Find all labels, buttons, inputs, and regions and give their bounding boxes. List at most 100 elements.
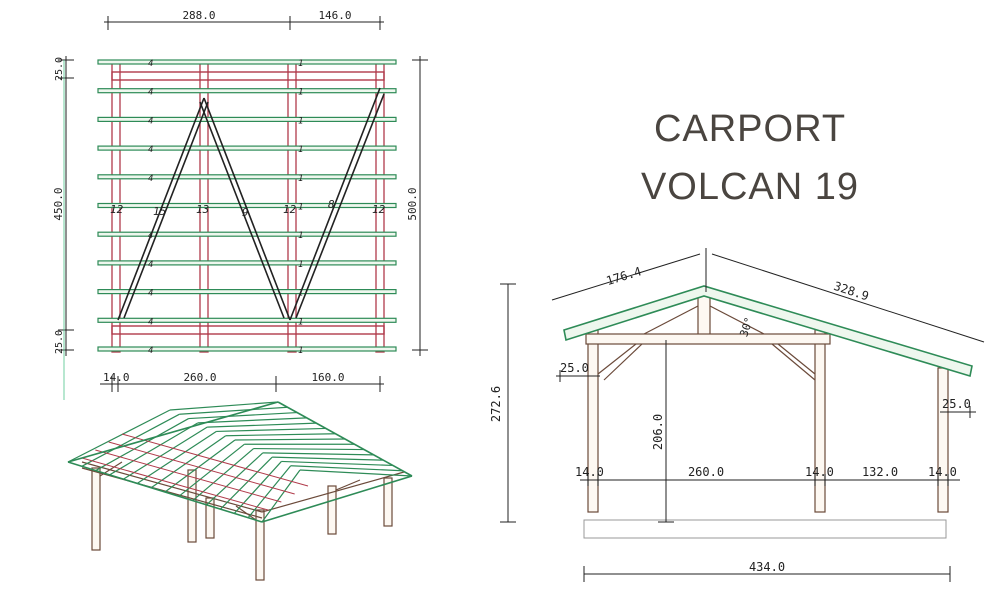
rafter-label-left-4: 4	[148, 145, 153, 155]
plan-top-dimension	[104, 16, 384, 30]
plan-left-dim-2: 450.0	[52, 187, 65, 220]
post-3d-4	[327, 485, 337, 535]
beam-3d-right	[261, 471, 405, 513]
plan-rafter-4	[97, 145, 397, 151]
rafter-label-right-2: 1	[298, 88, 303, 98]
rafter-label-left-3: 4	[148, 116, 153, 126]
plan-braces	[117, 87, 385, 321]
persp-rafter-right-2	[179, 406, 288, 415]
plan-rafter-8	[97, 260, 397, 266]
persp-purlin-3	[108, 441, 295, 495]
post-label-1: 12	[110, 203, 124, 216]
elev-roof	[563, 285, 973, 378]
persp-rafter-right-3	[188, 411, 298, 420]
persp-rafter-right-1	[169, 401, 279, 411]
persp-rafter-left-5	[123, 426, 208, 480]
roof-3d-front-edge	[67, 461, 263, 523]
brace-1	[117, 97, 205, 321]
plan-right-dimension	[412, 56, 428, 356]
bottom-dim-5: 14.0	[928, 465, 957, 479]
persp-rafter-left-6	[136, 430, 217, 484]
plan-right-dim: 500.0	[406, 187, 419, 220]
plan-bottom-dim-1: 14.0	[103, 371, 130, 384]
post-3d-3	[255, 509, 265, 581]
persp-rafter-left-11	[206, 452, 264, 506]
perspective-view	[67, 401, 413, 581]
roof-3d-front-right	[261, 475, 413, 523]
brace-3d-3	[335, 479, 361, 491]
persp-rafter-left-13	[233, 461, 282, 514]
top-beam	[111, 71, 385, 81]
rafter-label-right-7: 1	[298, 231, 303, 241]
plan-bottom-dimension	[100, 376, 384, 392]
brace-3	[123, 101, 209, 319]
roof-angle: 30°	[737, 315, 756, 338]
title-line-2: VOLCAN 19	[640, 166, 860, 208]
persp-purlin-1	[81, 457, 269, 511]
overhang-left: 25.0	[560, 361, 589, 375]
plan-left-dimension	[58, 56, 74, 356]
persp-rafter-left-1	[67, 409, 171, 463]
plan-bottom-dim-2: 260.0	[183, 371, 216, 384]
elevation-view: 176.4 328.9 30° 272.6 206.0 25.0 25.0	[489, 248, 985, 582]
post-label-4: 9	[242, 206, 249, 219]
persp-purlin-4	[121, 433, 309, 487]
elev-post-3	[937, 367, 949, 513]
plan-rafter-7	[97, 231, 397, 237]
bottom-dim-1: 14.0	[575, 465, 604, 479]
plan-left-dim-1: 25.0	[54, 57, 65, 81]
persp-rafter-right-15	[299, 469, 413, 477]
rafter-label-right-10: 1	[298, 317, 303, 327]
persp-rafter-left-14	[247, 465, 292, 519]
bottom-beam	[111, 325, 385, 335]
bottom-dim-2: 260.0	[688, 465, 724, 479]
roof-dim-left: 176.4	[605, 264, 644, 288]
rafter-label-right-1: 1	[298, 59, 303, 69]
bottom-dim-4: 132.0	[862, 465, 898, 479]
rafter-label-right-6: 1	[298, 203, 303, 213]
overhang-right: 25.0	[942, 397, 971, 411]
persp-rafter-right-7	[225, 433, 336, 437]
persp-rafter-left-3	[95, 418, 189, 472]
persp-rafter-right-4	[197, 417, 307, 424]
plan-bottom-dim-3: 160.0	[311, 371, 344, 384]
persp-rafter-right-12	[272, 456, 384, 461]
perspective-rafters	[67, 401, 413, 523]
persp-rafter-right-11	[262, 452, 374, 456]
rafter-label-right-11: 1	[298, 346, 303, 356]
post-label-2: 15	[153, 205, 166, 218]
plan-rafter-5	[97, 174, 397, 180]
elev-strut-1	[643, 305, 699, 335]
brace-2	[203, 97, 291, 321]
roof-dim-right: 328.9	[832, 279, 871, 303]
plan-left-dim-3: 25.0	[54, 330, 65, 354]
post-label-3: 13	[196, 203, 209, 216]
rafter-label-left-2: 4	[148, 88, 153, 98]
post-label-7: 12	[372, 203, 386, 216]
elev-strut-2	[709, 305, 765, 335]
roof-3d-left-edge	[67, 401, 279, 463]
post-3d-2	[187, 469, 197, 543]
rafter-label-right-3: 1	[298, 116, 303, 126]
overall-width: 434.0	[749, 560, 785, 574]
elev-brace-1	[597, 343, 637, 375]
elev-post-2	[814, 329, 826, 513]
title-line-1: CARPORT	[653, 108, 847, 150]
bottom-dim-3: 14.0	[805, 465, 834, 479]
persp-rafter-left-4	[109, 422, 199, 476]
persp-rafter-right-13	[281, 460, 393, 467]
rafter-label-left-5: 4	[148, 174, 153, 184]
rafter-label-left-11: 4	[148, 346, 153, 356]
rafter-label-right-5: 1	[298, 174, 303, 184]
plan-rafter-9	[97, 289, 397, 295]
elev-brace-2	[771, 343, 816, 381]
elev-brace-2b	[777, 343, 816, 375]
persp-rafter-left-7	[150, 435, 227, 489]
persp-rafter-right-5	[207, 422, 317, 428]
persp-rafter-left-12	[220, 456, 273, 510]
rafter-label-left-7: 4	[148, 231, 153, 241]
